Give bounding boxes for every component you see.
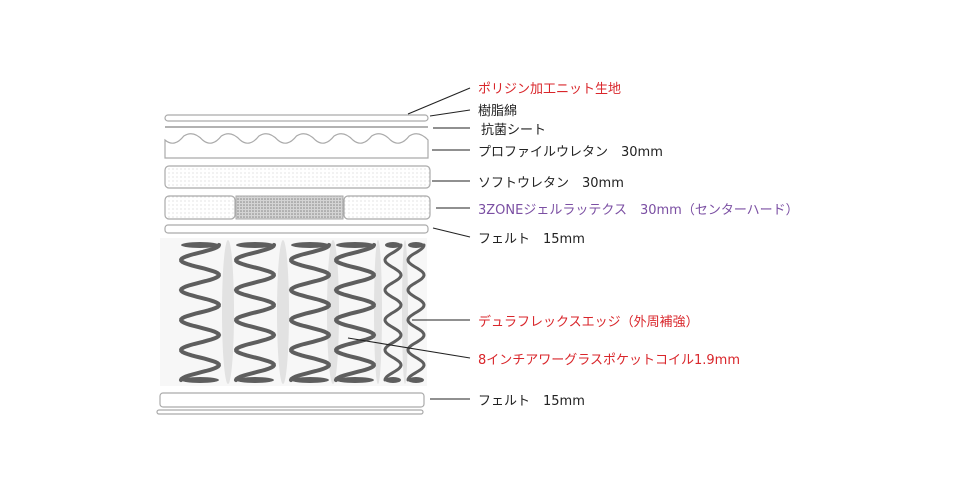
label-felt-top: フェルト 15mm [478, 232, 585, 247]
label-resin-cotton: 樹脂綿 [478, 104, 517, 119]
pocket-separator [374, 240, 382, 384]
label-soft-urethane: ソフトウレタン 30mm [478, 176, 624, 191]
label-cover: ポリジン加工ニット生地 [478, 82, 621, 97]
leader-lines [347, 87, 471, 400]
label-gel-latex: 3ZONEジェルラッテクス 30mm（センターハード） [478, 203, 799, 218]
label-duraflex-edge: デュラフレックスエッジ（外周補強） [478, 314, 699, 330]
pocket-coil-layer [160, 238, 427, 386]
coil-spring [333, 243, 377, 382]
coil-spring [406, 243, 426, 382]
coil-end-ring [408, 242, 424, 248]
coil-end-ring [291, 242, 329, 248]
coil-end-ring [385, 242, 401, 248]
coil-end-ring [236, 377, 274, 383]
pocket-separator [277, 240, 289, 384]
coil-spring [383, 243, 403, 382]
coil-end-ring [291, 377, 329, 383]
gel-latex-layer [164, 195, 431, 220]
coil-end-ring [181, 377, 219, 383]
coil-spring [288, 243, 332, 382]
felt-top-layer [164, 224, 429, 234]
coil-end-ring [385, 377, 401, 383]
coil-end-ring [408, 377, 424, 383]
cover-layer [164, 114, 429, 122]
pocket-separator [222, 240, 234, 384]
profile-urethane-layer [164, 133, 429, 159]
felt-bottom-layer [159, 392, 425, 408]
bottom-sheet-layer [156, 409, 424, 415]
coil-spring [233, 243, 277, 382]
coil-end-ring [336, 242, 374, 248]
label-felt-bottom: フェルト 15mm [478, 394, 585, 409]
soft-urethane-layer [164, 165, 431, 189]
coil-end-ring [336, 377, 374, 383]
label-pocket-coil: 8インチアワーグラスポケットコイル1.9mm [478, 353, 740, 368]
label-antibacterial-sheet: 抗菌シート [481, 123, 546, 138]
coil-end-ring [236, 242, 274, 248]
coil-spring [178, 243, 222, 382]
label-profile-urethane: プロファイルウレタン 30mm [478, 145, 663, 160]
coil-end-ring [181, 242, 219, 248]
